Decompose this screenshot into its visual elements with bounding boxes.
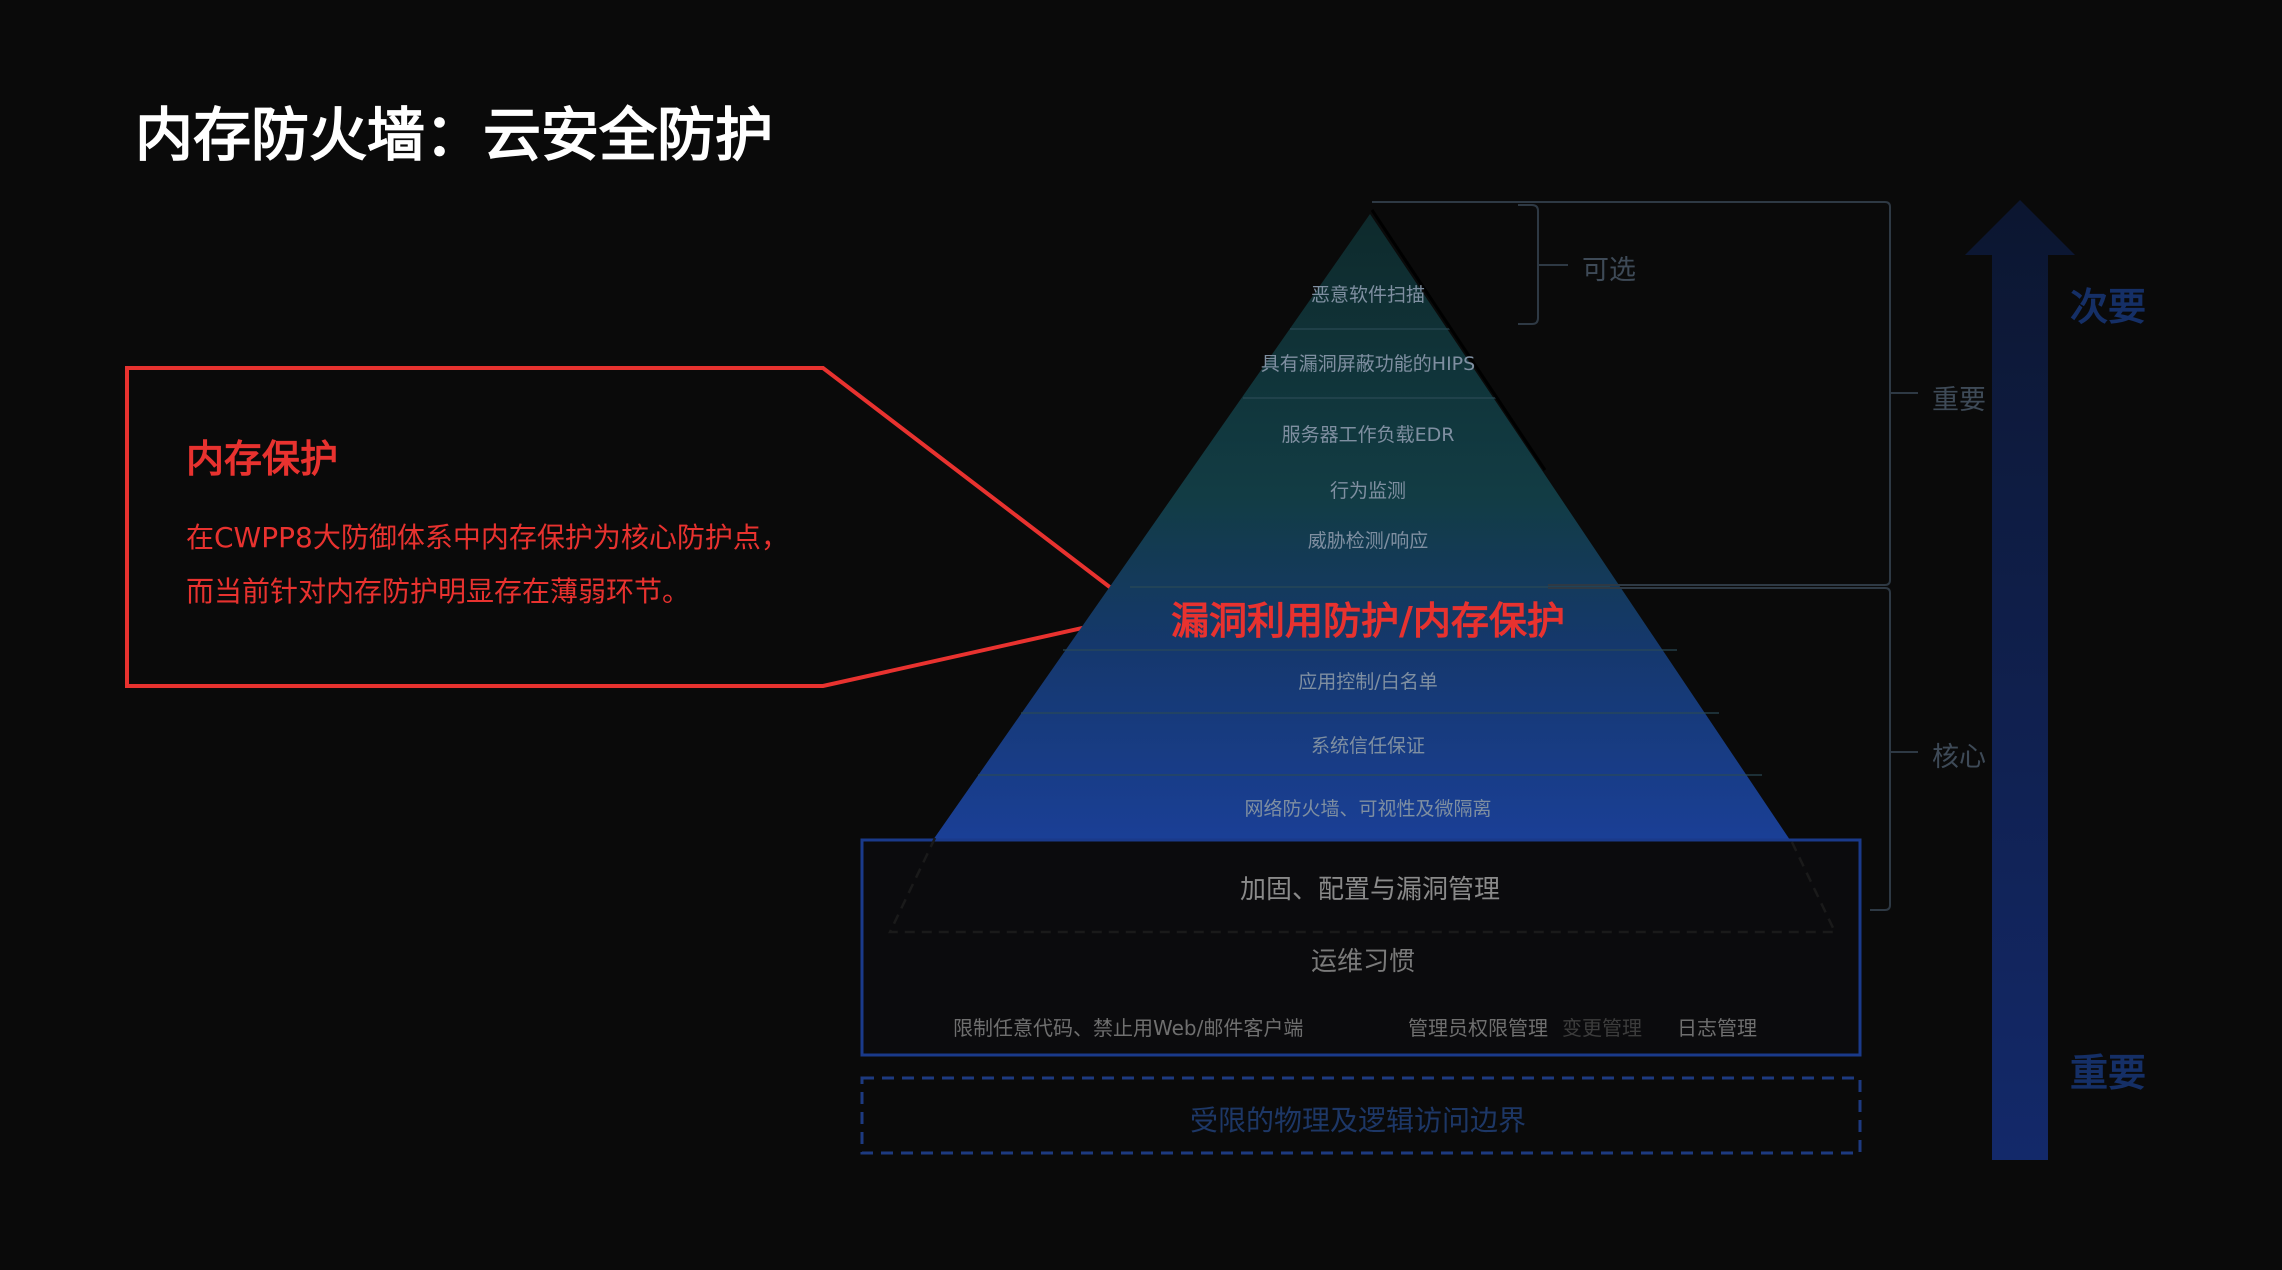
base-item-restrict-code: 限制任意代码、禁止用Web/邮件客户端 xyxy=(953,1016,1304,1040)
pyramid-edge xyxy=(1370,209,1547,471)
level-network-firewall: 网络防火墙、可视性及微隔离 xyxy=(1244,798,1492,820)
callout-line-2: 而当前针对内存防护明显存在薄弱环节。 xyxy=(186,575,691,608)
callout-heading: 内存保护 xyxy=(186,437,339,481)
base-hardening-label: 加固、配置与漏洞管理 xyxy=(1239,875,1501,905)
base-item-log-mgmt: 日志管理 xyxy=(1677,1016,1757,1040)
page-title: 内存防火墙：云安全防护 xyxy=(135,101,774,169)
base-item-admin-rights: 管理员权限管理 xyxy=(1408,1016,1548,1040)
base-dashed-outline xyxy=(888,837,1837,934)
level-edr: 服务器工作负载EDR xyxy=(1281,424,1455,446)
base-ops-label: 运维习惯 xyxy=(1310,947,1416,977)
level-exploit-memory-protection: 漏洞利用防护/内存保护 xyxy=(1171,599,1565,643)
bracket-optional-label: 可选 xyxy=(1582,255,1636,286)
axis-bottom-label: 重要 xyxy=(2070,1051,2147,1095)
level-behavior-monitoring: 行为监测 xyxy=(1329,480,1407,502)
pyramid-separators xyxy=(978,328,1762,776)
bracket-core-label: 核心 xyxy=(1932,742,1986,773)
brackets xyxy=(1372,201,1918,911)
level-system-trust: 系统信任保证 xyxy=(1310,735,1426,757)
base-item-change-mgmt: 变更管理 xyxy=(1562,1016,1642,1040)
pyramid-body xyxy=(933,214,1790,840)
callout-border xyxy=(125,366,1150,688)
callout-line-1: 在CWPP8大防御体系中内存保护为核心防护点， xyxy=(186,521,789,554)
axis-top-label: 次要 xyxy=(2070,285,2147,329)
level-threat-detection: 威胁检测/响应 xyxy=(1307,530,1429,552)
level-malware-scan: 恶意软件扫描 xyxy=(1310,284,1426,306)
level-hips: 具有漏洞屏蔽功能的HIPS xyxy=(1260,353,1476,375)
boundary-label: 受限的物理及逻辑访问边界 xyxy=(1189,1104,1527,1137)
bracket-important-label: 重要 xyxy=(1932,385,1986,416)
importance-arrow xyxy=(1965,200,2075,1160)
boundary-box xyxy=(860,1076,1862,1155)
base-box xyxy=(860,838,1862,1057)
level-app-control: 应用控制/白名单 xyxy=(1298,671,1438,693)
